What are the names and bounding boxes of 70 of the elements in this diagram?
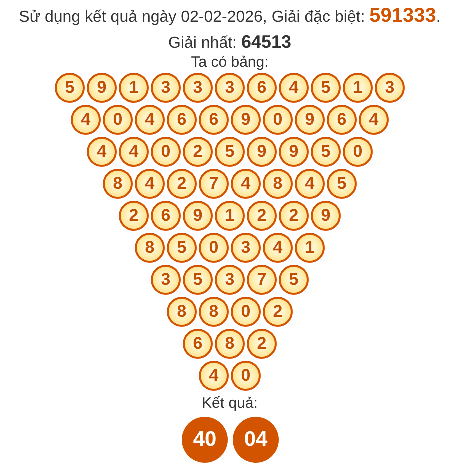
number-ball: 4	[87, 137, 117, 167]
number-ball: 1	[215, 201, 245, 231]
number-ball: 8	[215, 329, 245, 359]
number-ball: 2	[183, 137, 213, 167]
number-ball: 2	[279, 201, 309, 231]
number-ball: 5	[183, 265, 213, 295]
number-ball: 8	[135, 233, 165, 263]
result-ball: 04	[233, 417, 279, 463]
number-ball: 4	[231, 169, 261, 199]
number-ball: 4	[135, 105, 165, 135]
number-ball: 3	[375, 73, 405, 103]
number-ball: 0	[231, 297, 261, 327]
number-ball: 1	[295, 233, 325, 263]
number-ball: 8	[263, 169, 293, 199]
section-label: Kết quả:	[202, 395, 258, 413]
number-ball: 5	[279, 265, 309, 295]
number-ball: 5	[311, 73, 341, 103]
number-ball: 3	[231, 233, 261, 263]
number-ball: 6	[247, 73, 277, 103]
number-ball: 3	[183, 73, 213, 103]
number-ball: 9	[295, 105, 325, 135]
number-ball: 5	[311, 137, 341, 167]
number-ball: 3	[215, 265, 245, 295]
number-ball: 4	[279, 73, 309, 103]
number-ball: 6	[199, 105, 229, 135]
number-ball: 5	[167, 233, 197, 263]
number-ball: 9	[247, 137, 277, 167]
number-ball: 8	[199, 297, 229, 327]
section-label: Ta có bảng:	[191, 54, 269, 72]
number-ball: 4	[295, 169, 325, 199]
number-ball: 4	[71, 105, 101, 135]
number-ball: 2	[247, 201, 277, 231]
number-ball: 6	[327, 105, 357, 135]
number-ball: 1	[343, 73, 373, 103]
number-ball: 4	[119, 137, 149, 167]
number-ball: 3	[215, 73, 245, 103]
number-ball: 3	[151, 73, 181, 103]
number-ball: 0	[151, 137, 181, 167]
number-ball: 9	[183, 201, 213, 231]
number-ball: 7	[199, 169, 229, 199]
number-ball: 4	[263, 233, 293, 263]
number-ball: 9	[311, 201, 341, 231]
number-ball: 5	[327, 169, 357, 199]
number-ball: 9	[279, 137, 309, 167]
number-ball: 2	[247, 329, 277, 359]
number-ball: 9	[231, 105, 261, 135]
number-ball: 0	[103, 105, 133, 135]
heading: Sử dụng kết quả ngày 02-02-2026, Giải đặc biệt: 591333. Giải nhất: 64513	[18, 4, 442, 54]
number-ball: 0	[343, 137, 373, 167]
number-ball: 4	[135, 169, 165, 199]
number-ball: 9	[87, 73, 117, 103]
number-ball: 2	[263, 297, 293, 327]
number-ball: 6	[167, 105, 197, 135]
number-ball: 0	[199, 233, 229, 263]
result-ball: 40	[182, 417, 228, 463]
number-ball: 7	[247, 265, 277, 295]
number-ball: 0	[231, 361, 261, 391]
number-ball: 6	[183, 329, 213, 359]
number-ball: 8	[167, 297, 197, 327]
number-ball: 5	[55, 73, 85, 103]
number-ball: 3	[151, 265, 181, 295]
number-ball: 4	[359, 105, 389, 135]
number-ball: 6	[151, 201, 181, 231]
number-ball: 8	[103, 169, 133, 199]
number-ball: 5	[215, 137, 245, 167]
number-ball: 0	[263, 105, 293, 135]
number-ball: 2	[119, 201, 149, 231]
number-ball: 1	[119, 73, 149, 103]
number-ball: 2	[167, 169, 197, 199]
number-ball: 4	[199, 361, 229, 391]
